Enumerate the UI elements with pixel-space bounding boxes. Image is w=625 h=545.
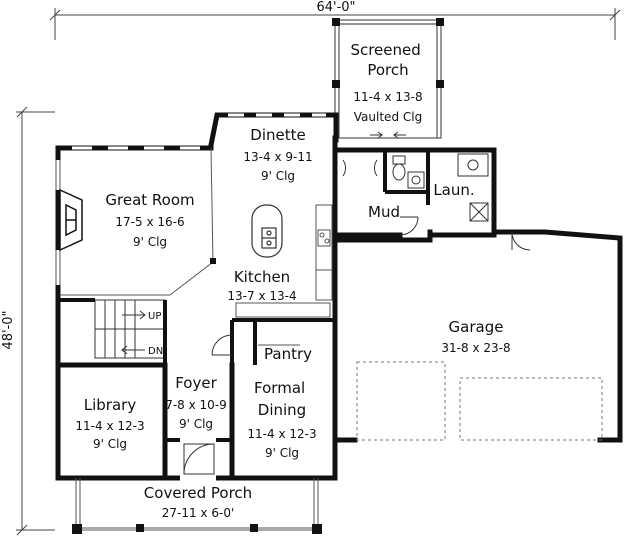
left-wall-window-lines <box>55 160 61 285</box>
garage-entry-door <box>511 231 531 251</box>
mud-interior-walls <box>383 150 430 205</box>
column-post <box>210 258 216 264</box>
covered-porch-label: Covered Porch <box>144 484 252 502</box>
laundry-label: Laun. <box>433 181 474 199</box>
screened-porch-ceiling: Vaulted Clg <box>354 110 422 124</box>
library-size: 11-4 x 12-3 <box>75 419 144 433</box>
garage-label: Garage <box>449 318 504 336</box>
depth-dimension-line <box>16 106 55 536</box>
covered-porch-posts <box>72 524 322 534</box>
pantry-label: Pantry <box>264 345 312 363</box>
great-room-boundary <box>60 147 214 296</box>
depth-dimension-label: 48'-0" <box>1 310 16 349</box>
covered-porch-outline <box>75 478 319 531</box>
fireplace <box>59 188 83 252</box>
pantry-shelf <box>235 302 331 346</box>
screened-porch-label: Screened Porch <box>350 41 425 79</box>
dinette-size: 13-4 x 9-11 <box>243 150 312 164</box>
porch-door-arrows <box>370 131 406 139</box>
kitchen-label: Kitchen <box>234 268 290 286</box>
bath-sink <box>407 171 425 189</box>
garage-size: 31-8 x 23-8 <box>441 341 510 355</box>
dinette-ceiling: 9' Clg <box>261 169 295 183</box>
stair-wall <box>58 298 167 365</box>
foyer-ceiling: 9' Clg <box>179 417 213 431</box>
covered-porch-size: 27-11 x 6-0' <box>162 506 235 520</box>
garage-walls <box>332 229 623 443</box>
foyer-size: 7-8 x 10-9 <box>165 398 227 412</box>
screened-porch-posts <box>332 18 444 88</box>
washer-dryer <box>457 153 489 222</box>
library-ceiling: 9' Clg <box>93 437 127 451</box>
formal-dining-ceiling: 9' Clg <box>265 446 299 460</box>
mud-door-swings <box>342 159 419 236</box>
great-room-ceiling: 9' Clg <box>133 235 167 249</box>
front-door <box>183 443 215 475</box>
toilet <box>392 155 406 181</box>
kitchen-counter <box>315 204 333 301</box>
formal-dining-size: 11-4 x 12-3 <box>247 427 316 441</box>
foyer-label: Foyer <box>175 374 217 392</box>
kitchen-size: 13-7 x 13-4 <box>227 289 296 303</box>
kitchen-pantry-walls <box>230 318 335 365</box>
garage-overhead-doors <box>356 361 603 441</box>
great-room-size: 17-5 x 16-6 <box>115 215 184 229</box>
width-dimension-line <box>49 8 621 40</box>
library-label: Library <box>84 396 137 414</box>
great-room-label: Great Room <box>105 191 194 209</box>
foyer-closet-door <box>211 334 233 356</box>
screened-porch-size: 11-4 x 13-8 <box>353 90 422 104</box>
dinette-label: Dinette <box>250 126 305 144</box>
kitchen-island <box>251 204 283 258</box>
screened-porch-walls <box>334 19 442 139</box>
mud-label: Mud <box>368 203 400 221</box>
stair-down-label: DN <box>148 346 163 357</box>
width-dimension-label: 64'-0" <box>316 0 355 15</box>
dinette-walls <box>208 112 339 148</box>
stair-up-label: UP <box>148 311 161 322</box>
formal-dining-label: Formal Dining <box>254 379 310 419</box>
